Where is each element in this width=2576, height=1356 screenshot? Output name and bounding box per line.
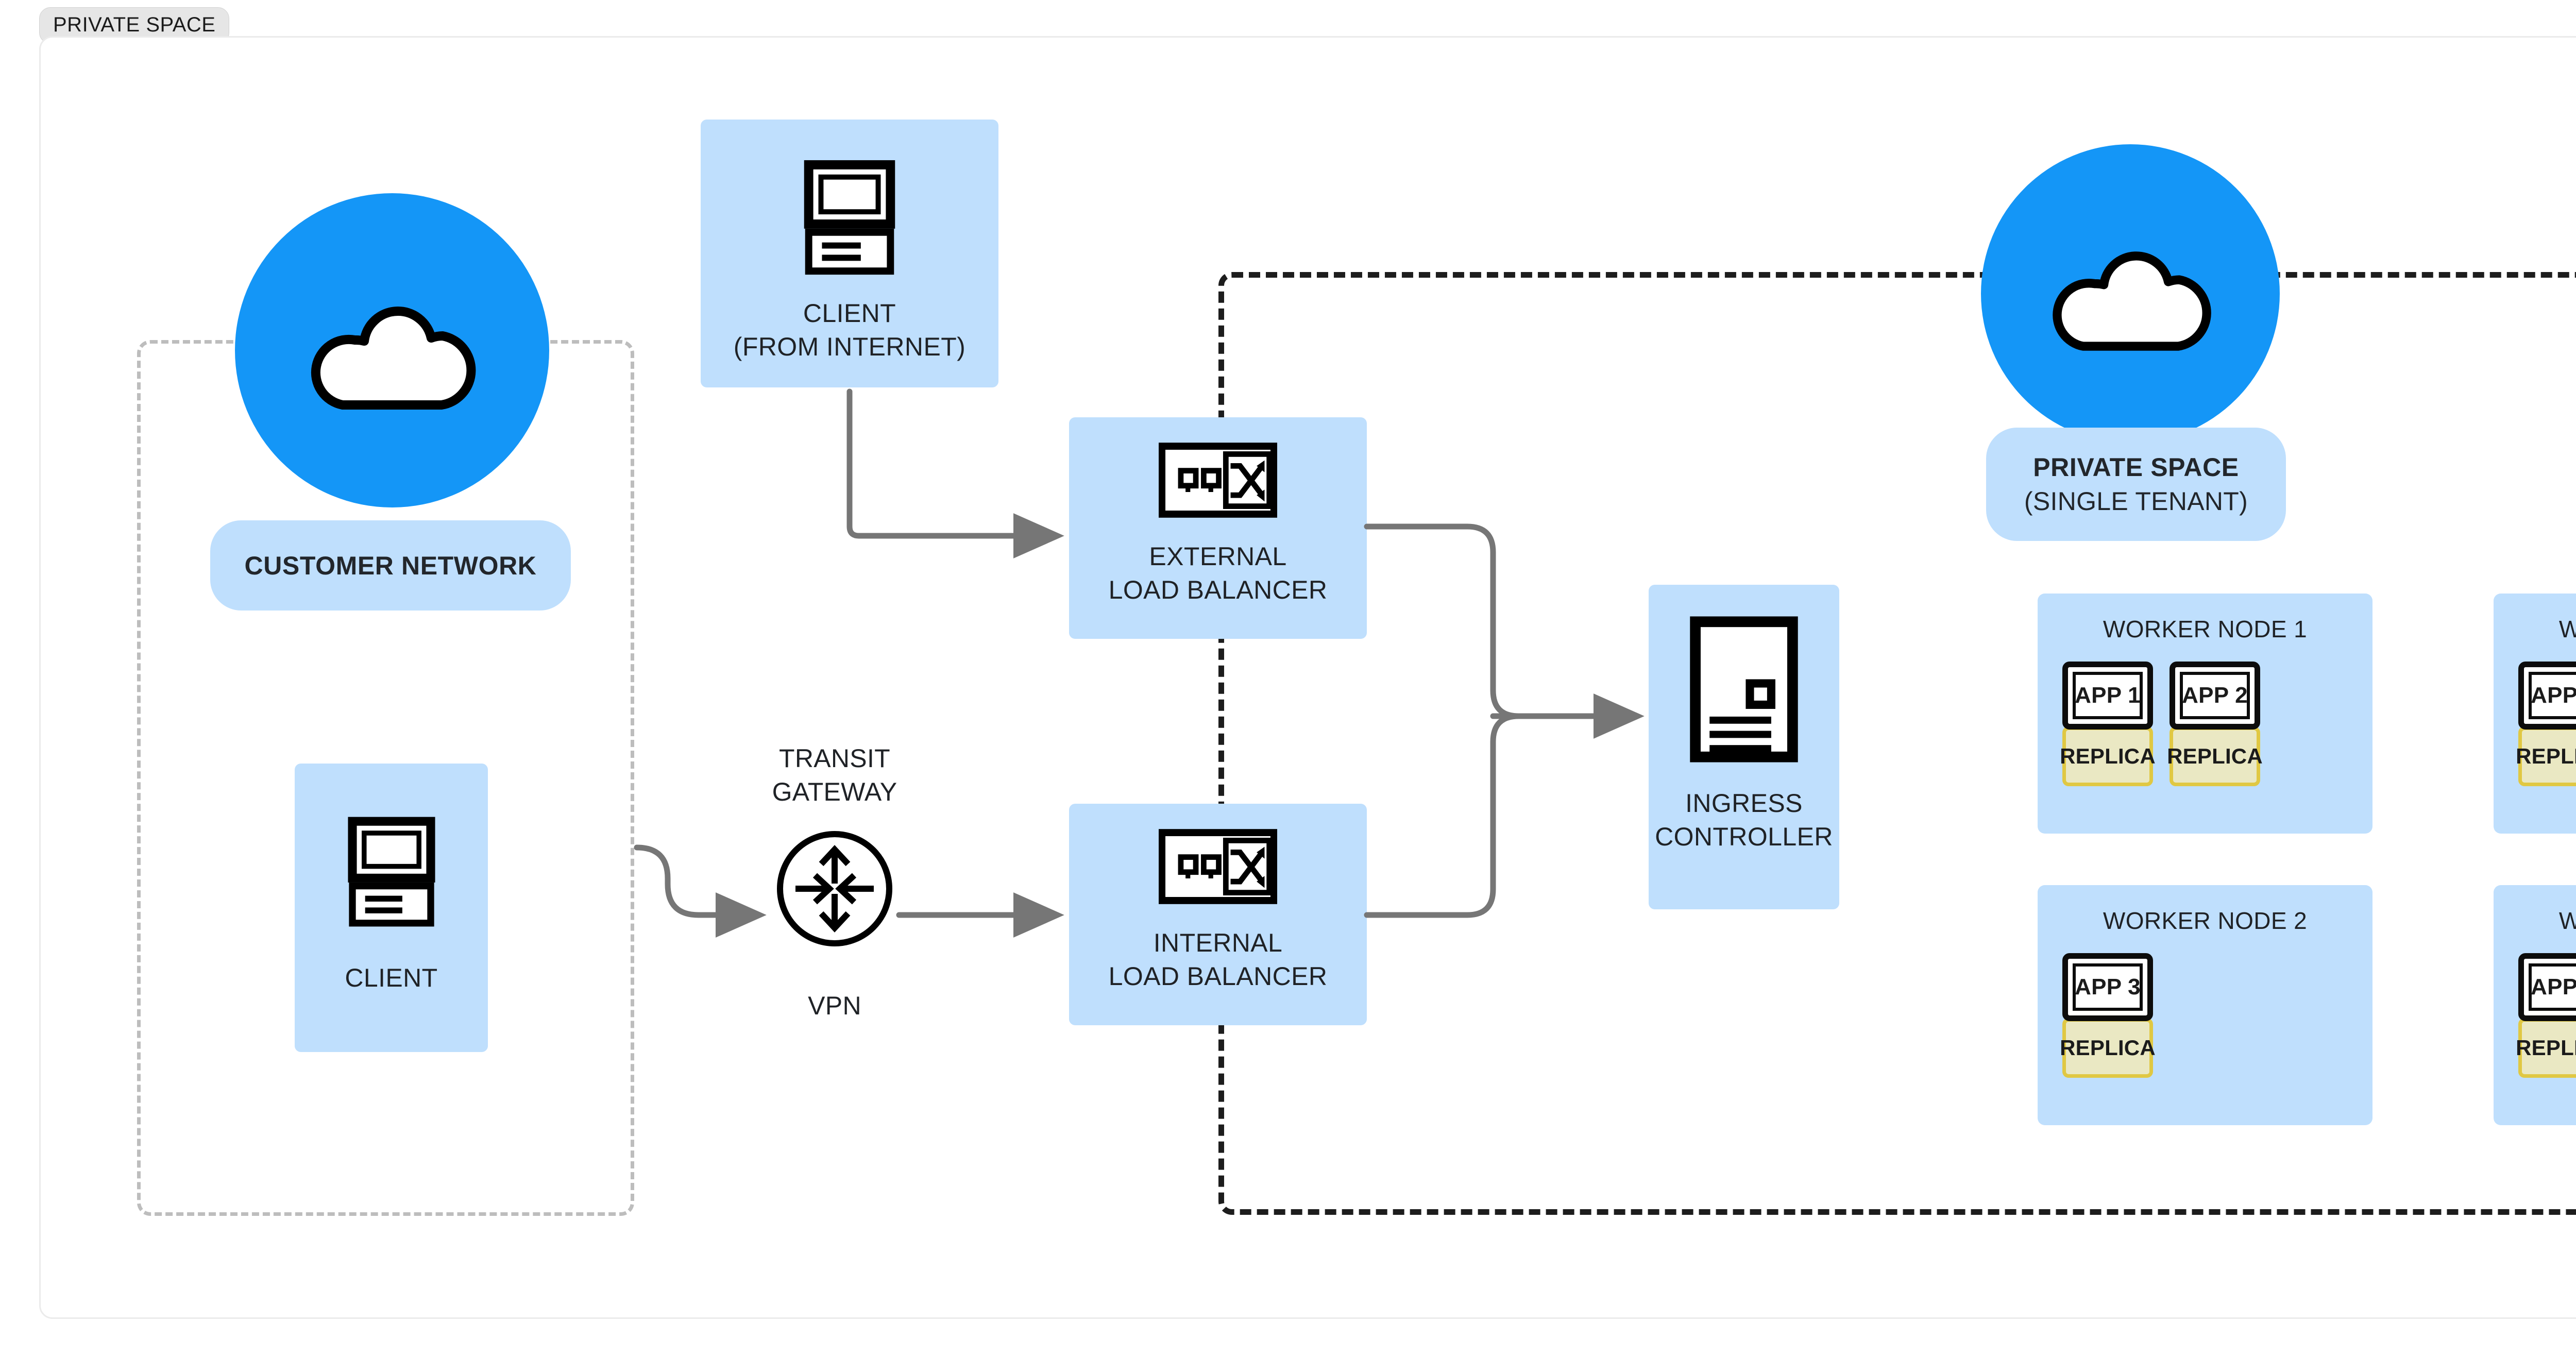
app-slot: APP 4 REPLICA	[2516, 953, 2576, 1078]
worker-node-1: WORKER NODE 1 APP 1 REPLICA APP 2 REPLIC…	[2038, 594, 2372, 834]
replica-label: REPLICA	[2060, 744, 2156, 768]
worker-node-4-title: WORKER NODE 4	[2558, 907, 2576, 934]
app-label: APP 3	[2075, 974, 2141, 999]
load-balancer-shuffle-icon	[1159, 829, 1277, 904]
transit-gateway-title: TRANSIT GATEWAY	[772, 744, 897, 806]
replica-box: REPLICA	[2060, 1018, 2156, 1078]
private-space-region	[1218, 272, 2576, 1215]
customer-client-node: CLIENT	[295, 764, 488, 1052]
desktop-computer-icon	[804, 160, 895, 275]
router-four-arrows-icon	[777, 831, 892, 946]
internet-client-node: CLIENT (FROM INTERNET)	[701, 120, 998, 387]
app-box-inner	[2073, 963, 2143, 1011]
app-box-inner	[2073, 672, 2143, 719]
private-space-cloud-line2: (SINGLE TENANT)	[2024, 487, 2248, 516]
app-box-inner	[2529, 672, 2576, 719]
worker-node-4-apps: APP 4 REPLICA	[2494, 953, 2576, 1078]
worker-node-2-apps: APP 3 REPLICA	[2038, 953, 2372, 1078]
external-load-balancer-node: EXTERNAL LOAD BALANCER	[1069, 417, 1367, 639]
ingress-controller-label: INGRESS CONTROLLER	[1655, 789, 1833, 851]
customer-client-label: CLIENT	[345, 963, 438, 992]
cloud-icon	[2052, 251, 2211, 351]
app-label: APP 1	[2075, 683, 2141, 708]
vpn-caption: VPN	[808, 991, 861, 1020]
customer-network-pill: CUSTOMER NETWORK	[210, 520, 571, 611]
replica-label: REPLICA	[2060, 1036, 2156, 1060]
private-space-cloud-circle	[1981, 144, 2280, 443]
replica-label: REPLICA	[2516, 1036, 2576, 1060]
worker-node-2-title: WORKER NODE 2	[2103, 907, 2308, 934]
app-box: APP 1	[2062, 662, 2153, 730]
external-load-balancer-label: EXTERNAL LOAD BALANCER	[1108, 542, 1328, 604]
worker-node-3: WORKER NODE 3 APP 2 REPLICA	[2494, 594, 2576, 834]
replica-box: REPLICA	[2060, 726, 2156, 786]
internet-client-label: CLIENT (FROM INTERNET)	[733, 299, 966, 361]
worker-node-3-title: WORKER NODE 3	[2558, 616, 2576, 642]
app-box: APP 4	[2518, 953, 2576, 1021]
app-box: APP 3	[2062, 953, 2153, 1021]
app-slot: APP 1 REPLICA	[2060, 662, 2156, 786]
desktop-computer-icon	[347, 817, 435, 927]
app-slot: APP 2 REPLICA	[2167, 662, 2263, 786]
load-balancer-shuffle-icon	[1159, 443, 1277, 518]
replica-label: REPLICA	[2167, 744, 2263, 768]
worker-node-1-title: WORKER NODE 1	[2103, 616, 2308, 642]
replica-box: REPLICA	[2516, 726, 2576, 786]
app-box-inner	[2529, 963, 2576, 1011]
internal-load-balancer-label: INTERNAL LOAD BALANCER	[1108, 928, 1328, 991]
document-server-icon	[1690, 616, 1798, 762]
worker-node-3-apps: APP 2 REPLICA	[2494, 662, 2576, 786]
customer-network-cloud-circle	[235, 193, 549, 507]
app-slot: APP 2 REPLICA	[2516, 662, 2576, 786]
app-label: APP 2	[2182, 683, 2248, 708]
app-box-inner	[2180, 672, 2250, 719]
private-space-cloud-line1: PRIVATE SPACE	[2033, 453, 2239, 482]
replica-label: REPLICA	[2516, 744, 2576, 768]
cloud-icon	[311, 307, 476, 410]
app-box: APP 2	[2518, 662, 2576, 730]
worker-node-1-apps: APP 1 REPLICA APP 2 REPLICA	[2038, 662, 2372, 786]
customer-network-label: CUSTOMER NETWORK	[244, 551, 537, 580]
app-label: APP 4	[2531, 974, 2576, 999]
private-space-cloud-pill: PRIVATE SPACE (SINGLE TENANT)	[1986, 428, 2286, 541]
worker-node-2: WORKER NODE 2 APP 3 REPLICA	[2038, 885, 2372, 1125]
app-box: APP 2	[2170, 662, 2260, 730]
internal-load-balancer-node: INTERNAL LOAD BALANCER	[1069, 804, 1367, 1025]
worker-node-4: WORKER NODE 4 APP 4 REPLICA	[2494, 885, 2576, 1125]
app-label: APP 2	[2531, 683, 2576, 708]
ingress-controller-node: INGRESS CONTROLLER	[1649, 585, 1839, 909]
app-slot: APP 3 REPLICA	[2060, 953, 2156, 1078]
replica-box: REPLICA	[2516, 1018, 2576, 1078]
replica-box: REPLICA	[2167, 726, 2263, 786]
